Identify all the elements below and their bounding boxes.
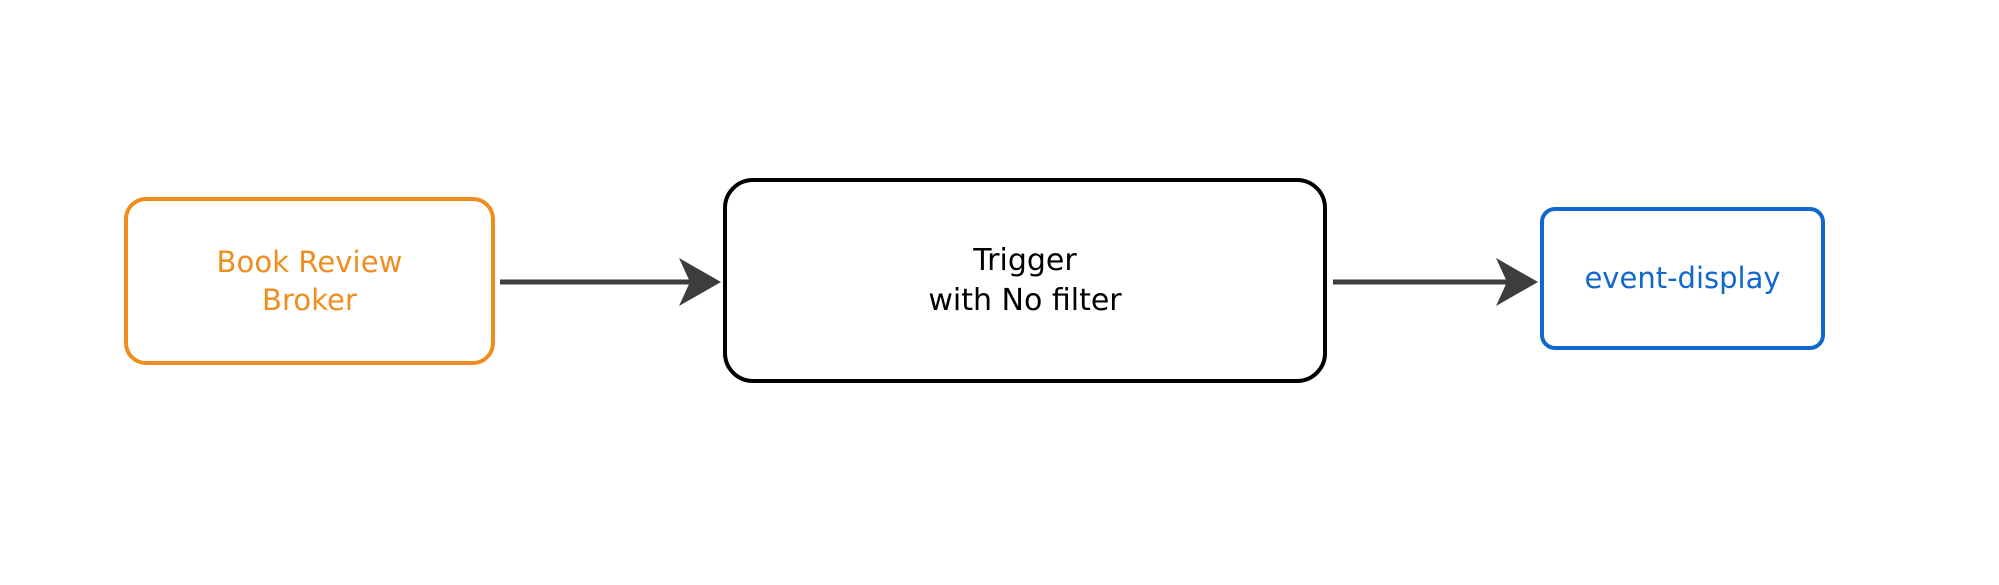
node-trigger-with-no-filter-label: Trigger with No filter [928, 242, 1122, 318]
edge-trigger-to-sink-arrowhead [1496, 258, 1538, 306]
node-book-review-broker-label: Book Review Broker [216, 244, 403, 317]
node-book-review-broker[interactable]: Book Review Broker [124, 197, 495, 365]
node-event-display-label: event-display [1584, 261, 1781, 296]
node-event-display[interactable]: event-display [1540, 207, 1825, 350]
edge-broker-to-trigger-arrowhead [679, 258, 721, 306]
node-trigger-with-no-filter[interactable]: Trigger with No filter [723, 178, 1327, 383]
